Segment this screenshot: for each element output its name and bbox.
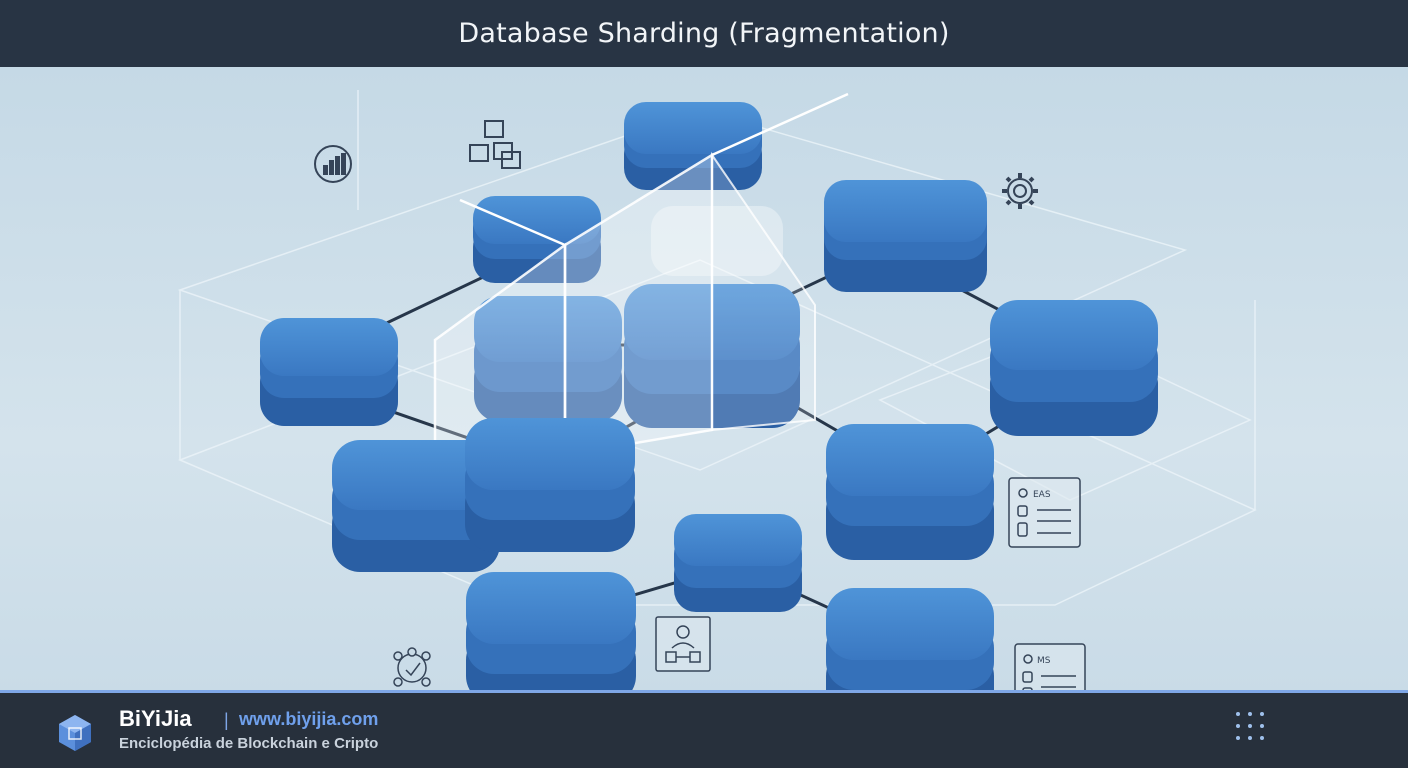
shard-node-lower-center (465, 418, 635, 552)
footer-bar: BiYiJia | www.biyijia.com Enciclopédia d… (0, 690, 1408, 768)
sharding-diagram: EAS MS (177, 90, 1257, 693)
shard-node-right (990, 300, 1158, 436)
info-card-eas: EAS (1008, 477, 1081, 548)
info-card-ms-title: MS (1037, 656, 1051, 666)
shard-node-upper-right (824, 180, 987, 292)
shard-slicing-plane (433, 92, 849, 497)
header-bar: Database Sharding (Fragmentation) (0, 0, 1408, 67)
info-card-eas-title: EAS (1033, 490, 1051, 500)
shard-node-bottom-middle (674, 514, 802, 612)
shard-node-lower-right (826, 424, 994, 560)
shard-node-top (624, 102, 762, 190)
shard-node-bottom-right (826, 588, 994, 693)
shard-node-left (260, 318, 398, 426)
cube-logo-icon (59, 715, 91, 751)
shard-node-lower-left (332, 440, 500, 572)
node-cycle-icon (393, 647, 431, 687)
brand-tagline: Enciclopédia de Blockchain e Cripto (119, 735, 379, 752)
grid-dots-icon[interactable] (1234, 710, 1266, 742)
shard-blocks-icon (469, 120, 521, 169)
shard-node-bottom-left (466, 572, 636, 693)
site-url-link[interactable]: www.biyijia.com (239, 709, 379, 729)
user-network-icon (655, 616, 711, 672)
shard-node-center-left (474, 296, 622, 422)
page-title: Database Sharding (Fragmentation) (458, 18, 950, 49)
info-card-ms: MS (1014, 643, 1086, 693)
brand-name: BiYiJia (119, 706, 192, 731)
bar-chart-icon (314, 145, 352, 183)
brand-separator: | (224, 710, 229, 730)
gear-icon (1002, 173, 1038, 209)
diagram-canvas: EAS MS (0, 67, 1408, 693)
